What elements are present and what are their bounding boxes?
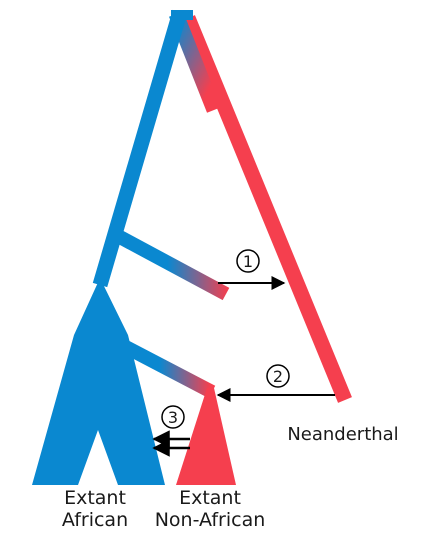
event-2-marker (266, 364, 290, 388)
extant-african-label-line1: Extant (64, 487, 126, 509)
neanderthal-label: Neanderthal (287, 424, 398, 445)
non-african-stem-branch (116, 337, 216, 399)
neanderthal-lineage-branch (181, 15, 352, 403)
ghost-lineage-branch (114, 229, 230, 301)
event-1-marker-label: 1 (243, 252, 253, 271)
event-3-marker-label: 3 (168, 408, 178, 427)
event-3-marker (161, 405, 185, 429)
extant-non-african-label-line2: Non-African (155, 509, 266, 531)
root-cap (171, 10, 193, 20)
event-2-marker-label: 2 (273, 367, 283, 386)
event-1-marker (236, 249, 260, 273)
extant-non-african-clade (176, 388, 236, 485)
extant-african-label-line2: African (62, 509, 128, 531)
extant-african-clade (32, 278, 165, 485)
extant-non-african-label-line1: Extant (179, 487, 241, 509)
african-lineage-stem (92, 9, 188, 288)
